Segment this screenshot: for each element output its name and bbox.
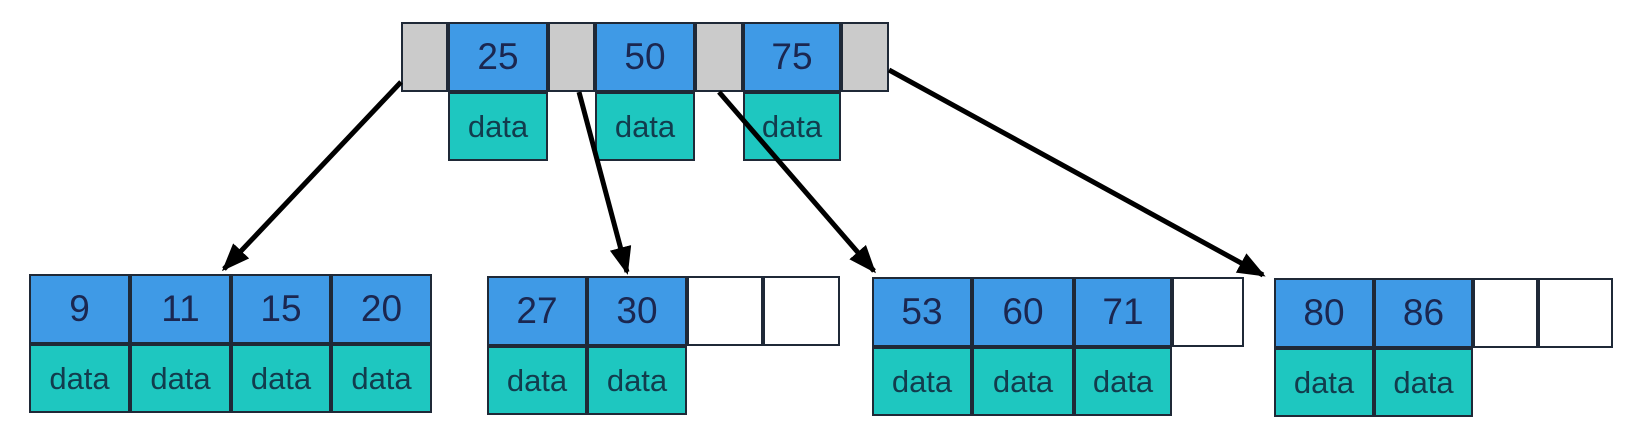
leaf-3-empty-slot-1 <box>1538 278 1613 348</box>
leaf-1-data-row: data data <box>487 346 840 415</box>
leaf-2-data-0: data <box>872 347 972 416</box>
leaf-2-key-2: 71 <box>1074 277 1172 347</box>
root-data-row: data data data <box>401 92 889 161</box>
leaf-1-key-row: 27 30 <box>487 276 840 346</box>
root-key-2: 75 <box>743 22 841 92</box>
leaf-3-data-row: data data <box>1274 348 1613 417</box>
spacer <box>401 92 448 161</box>
leaf-0-data-1: data <box>130 344 231 413</box>
leaf-1-key-0: 27 <box>487 276 587 346</box>
leaf-3-data-0: data <box>1274 348 1374 417</box>
leaf-node-0: 9 11 15 20 data data data data <box>29 274 432 413</box>
root-data-0: data <box>448 92 548 161</box>
root-key-1: 50 <box>595 22 695 92</box>
leaf-2-empty-slot-0 <box>1172 277 1244 347</box>
leaf-node-2: 53 60 71 data data data <box>872 277 1244 416</box>
root-node: 25 50 75 data data data <box>401 22 889 161</box>
leaf-0-key-2: 15 <box>231 274 331 344</box>
arrow-root-to-leaf-0 <box>221 80 403 272</box>
leaf-2-data-2: data <box>1074 347 1172 416</box>
leaf-node-3: 80 86 data data <box>1274 278 1613 417</box>
leaf-2-key-1: 60 <box>972 277 1074 347</box>
spacer <box>695 92 743 161</box>
leaf-3-key-row: 80 86 <box>1274 278 1613 348</box>
leaf-2-key-row: 53 60 71 <box>872 277 1244 347</box>
leaf-2-data-row: data data data <box>872 347 1244 416</box>
root-child-pointer-0 <box>401 22 448 92</box>
leaf-0-key-1: 11 <box>130 274 231 344</box>
leaf-1-data-0: data <box>487 346 587 415</box>
leaf-1-data-1: data <box>587 346 687 415</box>
leaf-0-data-3: data <box>331 344 432 413</box>
leaf-3-data-1: data <box>1374 348 1473 417</box>
root-child-pointer-1 <box>548 22 595 92</box>
leaf-node-1: 27 30 data data <box>487 276 840 415</box>
root-data-1: data <box>595 92 695 161</box>
root-key-0: 25 <box>448 22 548 92</box>
leaf-2-key-0: 53 <box>872 277 972 347</box>
leaf-3-empty-slot-0 <box>1473 278 1538 348</box>
arrow-root-to-leaf-3 <box>887 67 1266 278</box>
root-child-pointer-3 <box>841 22 889 92</box>
spacer <box>548 92 595 161</box>
leaf-3-key-1: 86 <box>1374 278 1473 348</box>
root-data-2: data <box>743 92 841 161</box>
leaf-1-empty-slot-0 <box>687 276 763 346</box>
leaf-0-key-row: 9 11 15 20 <box>29 274 432 344</box>
root-key-row: 25 50 75 <box>401 22 889 92</box>
leaf-0-key-3: 20 <box>331 274 432 344</box>
leaf-2-data-1: data <box>972 347 1074 416</box>
leaf-0-data-0: data <box>29 344 130 413</box>
leaf-0-data-row: data data data data <box>29 344 432 413</box>
leaf-0-key-0: 9 <box>29 274 130 344</box>
leaf-3-key-0: 80 <box>1274 278 1374 348</box>
leaf-1-key-1: 30 <box>587 276 687 346</box>
root-child-pointer-2 <box>695 22 743 92</box>
leaf-1-empty-slot-1 <box>763 276 840 346</box>
leaf-0-data-2: data <box>231 344 331 413</box>
